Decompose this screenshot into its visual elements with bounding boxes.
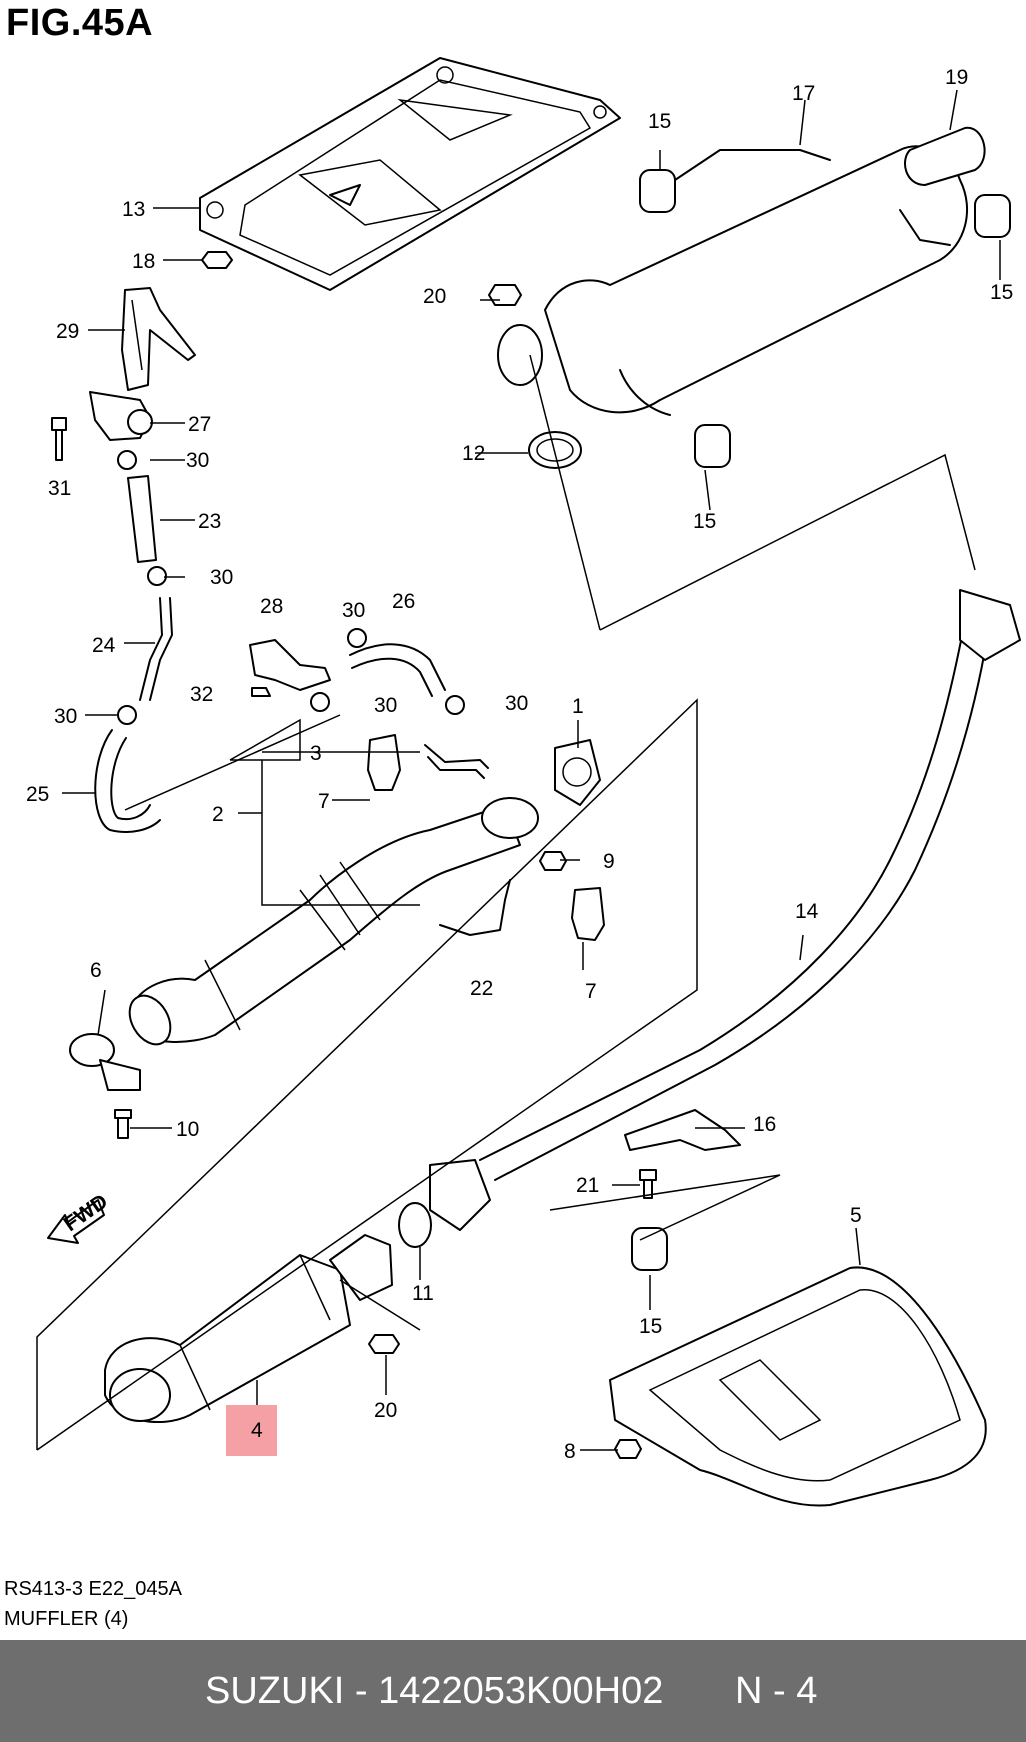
hanger-7b: [571, 887, 605, 941]
callout-7b: 7: [585, 980, 597, 1003]
callout-numbers: 13 18 29 27 30 31 23 30 24 30 25 28 30 2…: [26, 66, 1013, 1463]
nut-9: [539, 851, 567, 871]
gasket-12: [528, 431, 582, 469]
callout-3: 3: [310, 742, 322, 765]
callout-7a: 7: [318, 790, 330, 813]
nut-20a: [488, 284, 522, 306]
bracket-28: [249, 639, 331, 691]
front-pipe-2: [128, 797, 539, 1046]
bracket-16: [624, 1109, 741, 1151]
callout-6: 6: [90, 959, 102, 982]
bolt-31: [51, 417, 67, 461]
callout-20b: 20: [374, 1399, 397, 1422]
caption-code: RS413-3 E22_045A: [4, 1578, 182, 1600]
callout-28: 28: [260, 595, 283, 618]
callout-24: 24: [92, 634, 116, 657]
callout-25: 25: [26, 783, 49, 806]
footer-bar: SUZUKI - 1422053K00H02 N - 4: [0, 1640, 1026, 1742]
callout-10: 10: [176, 1118, 199, 1141]
hose-23: [127, 475, 157, 563]
callout-15c: 15: [693, 510, 716, 533]
heat-shield-5: [609, 1266, 987, 1507]
hose-clamps: [117, 450, 465, 725]
footer-grid-ref: N - 4: [735, 1670, 818, 1712]
sensor-22: [439, 879, 511, 936]
highlight-box-4: [226, 1405, 277, 1456]
callout-15a: 15: [648, 110, 671, 133]
callout-15d: 15: [639, 1315, 662, 1338]
figure-title: FIG.45A: [6, 2, 154, 44]
callout-14: 14: [795, 900, 819, 923]
nut-20b: [368, 1334, 400, 1354]
callout-21: 21: [576, 1174, 599, 1197]
pipe-24: [139, 597, 173, 701]
callout-19: 19: [945, 66, 968, 89]
sensor-27: [89, 391, 153, 441]
callout-17: 17: [792, 82, 815, 105]
hose-26: [349, 643, 446, 697]
callout-18: 18: [132, 250, 155, 273]
callout-20a: 20: [423, 285, 446, 308]
callout-2: 2: [212, 803, 224, 826]
callout-26: 26: [392, 590, 415, 613]
callout-30b: 30: [210, 566, 233, 589]
callout-13: 13: [122, 198, 145, 221]
callout-32: 32: [190, 683, 213, 706]
callout-23: 23: [198, 510, 221, 533]
nut-8: [614, 1439, 642, 1459]
fwd-label: FWD: [60, 1190, 112, 1236]
footer-part-number: SUZUKI - 1422053K00H02: [205, 1670, 664, 1712]
rubber-hangers-15: [631, 169, 1011, 1271]
caption-name: MUFFLER (4): [4, 1608, 129, 1630]
bolt-21: [639, 1169, 657, 1199]
callout-30e: 30: [374, 694, 397, 717]
callout-9: 9: [603, 850, 615, 873]
hanger-7a: [367, 734, 401, 791]
under-cover-plate: [199, 57, 621, 291]
leader-lines: [62, 89, 1001, 1451]
callout-30d: 30: [342, 599, 365, 622]
callout-5: 5: [850, 1204, 862, 1227]
callout-11: 11: [412, 1282, 434, 1305]
callout-12: 12: [462, 442, 485, 465]
callout-1: 1: [572, 695, 584, 718]
callout-30a: 30: [186, 449, 209, 472]
callout-27: 27: [188, 413, 211, 436]
callout-8: 8: [564, 1440, 576, 1463]
center-pipe-14: [429, 589, 1021, 1231]
callout-16: 16: [753, 1113, 776, 1136]
clip-32: [251, 687, 271, 697]
tail-pipe-19: [904, 126, 986, 186]
gasket-11: [398, 1202, 432, 1248]
callout-29: 29: [56, 320, 79, 343]
nut-18: [201, 251, 233, 269]
callout-30c: 30: [54, 705, 77, 728]
main-muffler-17: [497, 145, 969, 416]
pipe-3: [424, 744, 489, 779]
gasket-1: [554, 739, 601, 806]
callout-22: 22: [470, 977, 493, 1000]
callout-30f: 30: [505, 692, 528, 715]
bracket-6: [69, 1033, 141, 1091]
bracket-29: [121, 287, 196, 391]
assembly-frames: [36, 354, 976, 1451]
hose-25: [94, 729, 161, 833]
callout-31: 31: [48, 477, 71, 500]
fwd-arrow-icon: FWD: [47, 1190, 112, 1244]
muffler-4: [104, 1234, 393, 1423]
bolt-10: [114, 1109, 132, 1139]
callout-15b: 15: [990, 281, 1013, 304]
callout-4: 4: [251, 1419, 263, 1442]
